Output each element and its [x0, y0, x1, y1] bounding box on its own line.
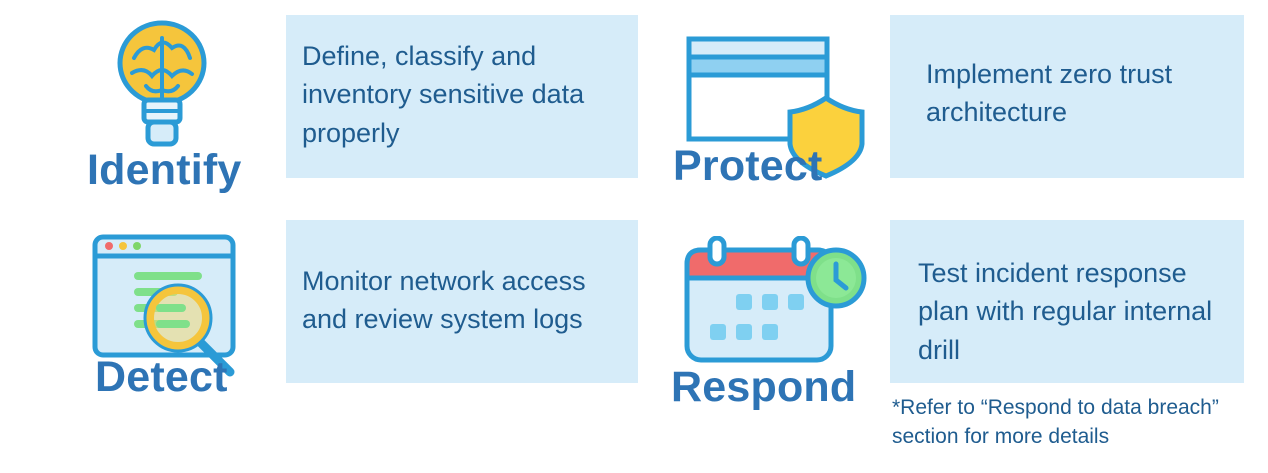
identify-card: Define, classify and inventory sensitive… — [286, 15, 638, 178]
protect-description: Implement zero trust architecture — [926, 59, 1173, 128]
protect-card: Implement zero trust architecture — [890, 15, 1244, 178]
detect-description: Monitor network access and review system… — [302, 266, 586, 335]
respond-card: Test incident response plan with regular… — [890, 220, 1244, 383]
browser-shield-icon — [686, 36, 865, 179]
detect-card: Monitor network access and review system… — [286, 220, 638, 383]
calendar-clock-icon — [684, 236, 867, 363]
identify-label: Identify — [87, 146, 242, 194]
identify-description: Define, classify and inventory sensitive… — [302, 41, 585, 148]
respond-footnote: *Refer to “Respond to data breach” secti… — [892, 393, 1262, 452]
respond-label: Respond — [671, 363, 857, 411]
browser-magnifier-icon — [92, 234, 236, 377]
lightbulb-brain-icon — [117, 20, 207, 147]
respond-footnote-text: *Refer to “Respond to data breach” secti… — [892, 396, 1219, 449]
protect-label: Protect — [673, 142, 823, 190]
respond-description: Test incident response plan with regular… — [918, 258, 1213, 365]
detect-label: Detect — [95, 353, 228, 401]
